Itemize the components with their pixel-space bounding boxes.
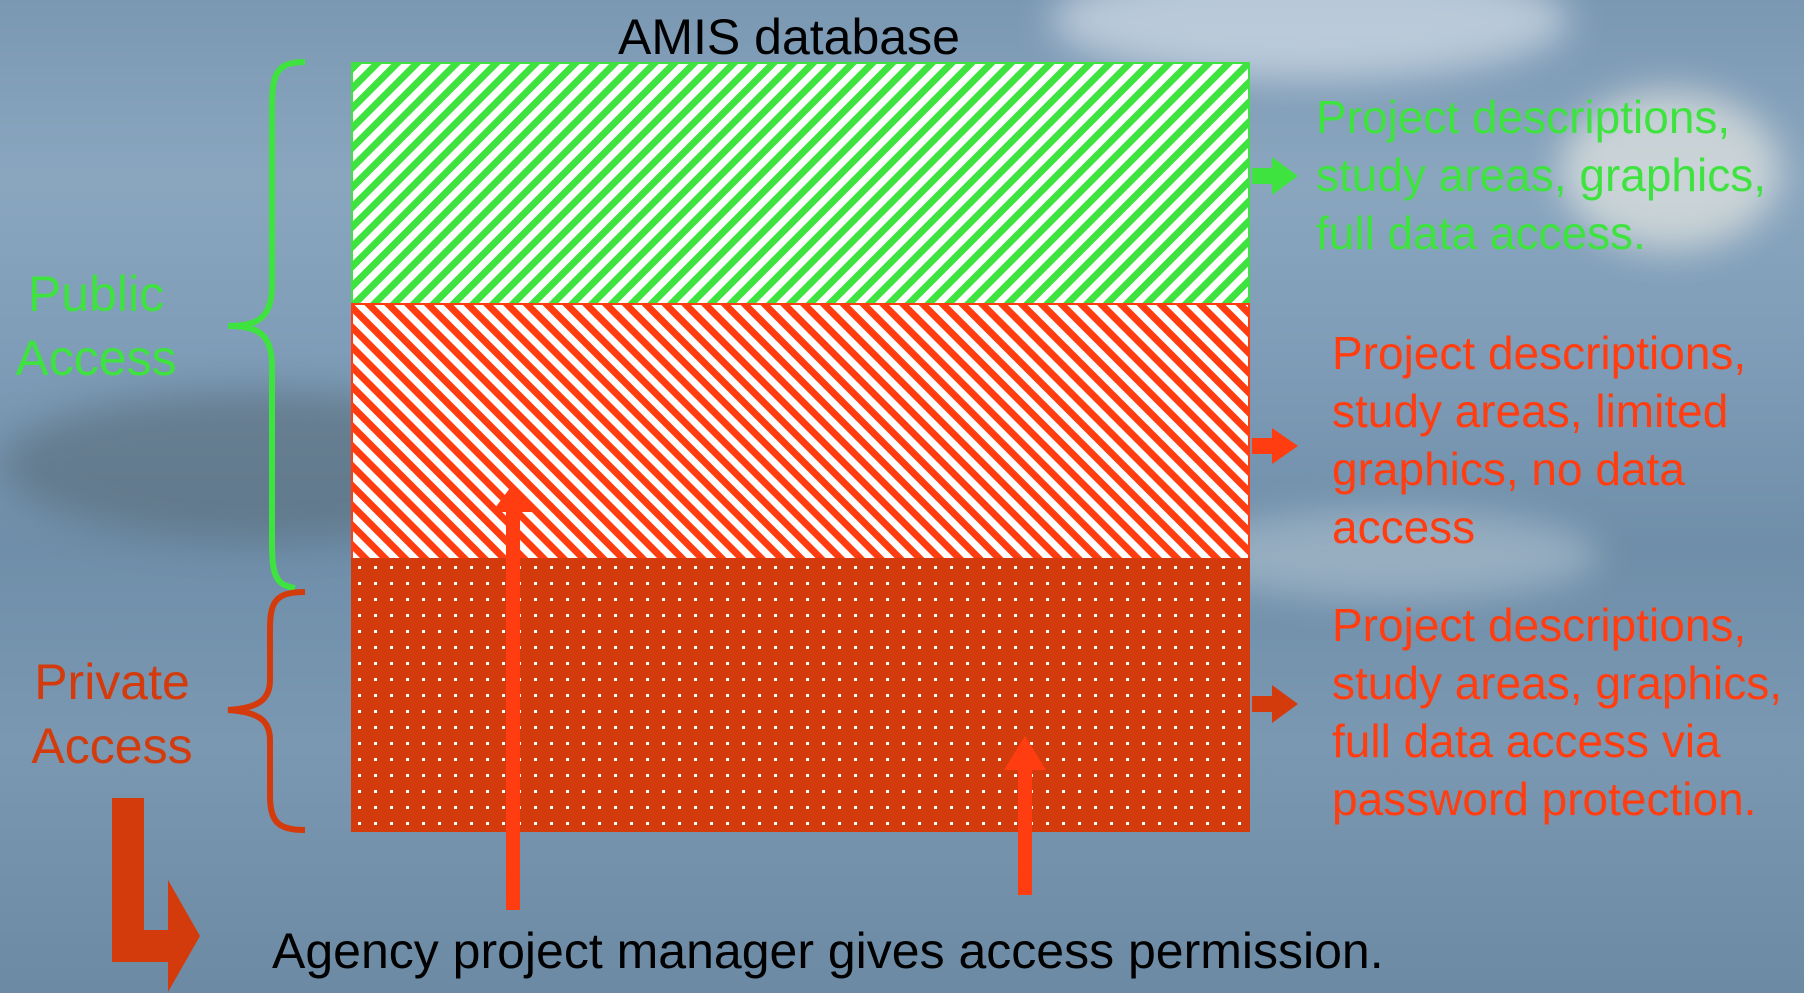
private-label-line: Private xyxy=(34,654,190,710)
description-line: full data access. xyxy=(1316,207,1646,259)
limited-arrow-icon xyxy=(1252,428,1298,464)
bent-arrow-icon xyxy=(112,798,200,992)
description-line: study areas, limited xyxy=(1332,385,1729,437)
public-brace xyxy=(227,59,306,591)
permission-arrow-left-icon xyxy=(492,484,534,910)
private-arrow-icon xyxy=(1252,685,1298,723)
public-label-line: Public xyxy=(27,266,165,322)
public-full-access-layer xyxy=(351,62,1250,305)
description-line: Project descriptions, xyxy=(1332,327,1747,379)
description-line: Project descriptions, xyxy=(1316,91,1731,143)
private-description: Project descriptions, study areas, graph… xyxy=(1332,596,1782,828)
private-access-layer xyxy=(351,558,1250,832)
private-access-label: Private Access xyxy=(12,650,212,778)
limited-description: Project descriptions, study areas, limit… xyxy=(1332,324,1746,556)
description-line: full data access via xyxy=(1332,715,1721,767)
private-label-line: Access xyxy=(31,718,193,774)
description-line: access xyxy=(1332,501,1476,553)
public-description: Project descriptions, study areas, graph… xyxy=(1316,88,1766,262)
public-label-line: Access xyxy=(15,330,177,386)
diagram-title: AMIS database xyxy=(618,9,960,65)
description-line: study areas, graphics, xyxy=(1316,149,1767,201)
description-line: password protection. xyxy=(1332,773,1757,825)
public-limited-access-layer xyxy=(351,303,1250,560)
description-line: graphics, no data xyxy=(1332,443,1685,495)
background-cloud xyxy=(1560,90,1780,250)
private-brace xyxy=(227,589,306,833)
description-line: Project descriptions, xyxy=(1332,599,1747,651)
permission-note: Agency project manager gives access perm… xyxy=(272,923,1384,979)
description-line: study areas, graphics, xyxy=(1332,657,1783,709)
public-access-label: Public Access xyxy=(6,262,186,390)
public-arrow-icon xyxy=(1252,157,1298,195)
permission-arrow-right-icon xyxy=(1004,736,1046,895)
